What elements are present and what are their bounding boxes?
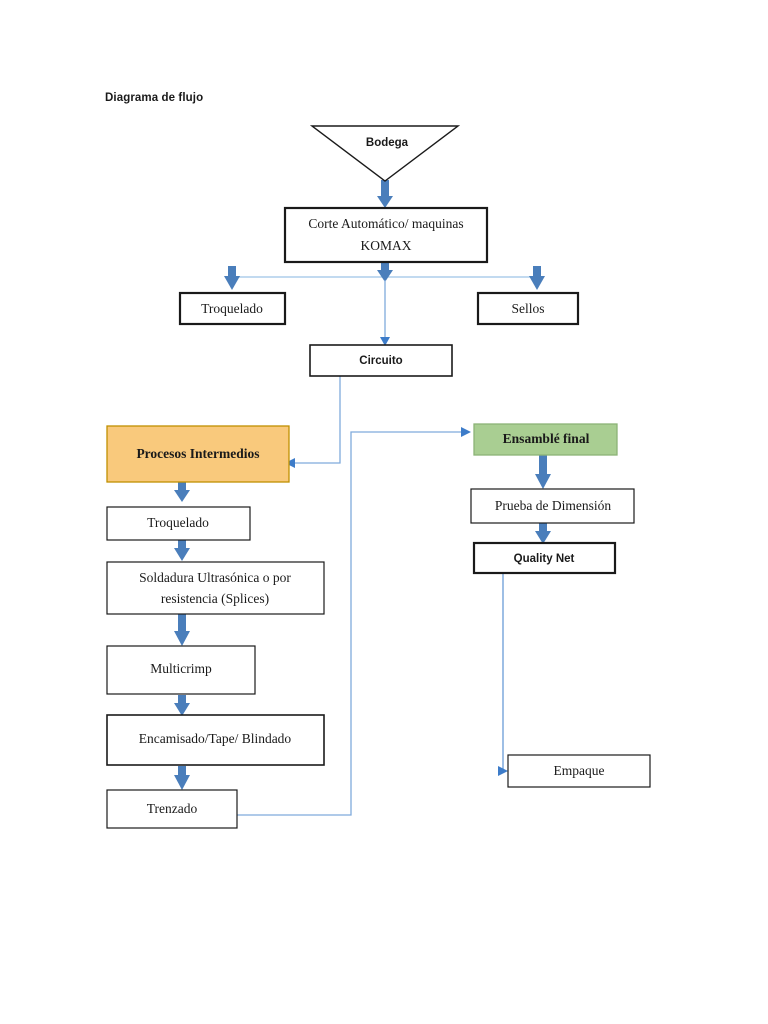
node-troquelado-top-label: Troquelado — [201, 301, 263, 316]
edge-corte-to-circuito — [380, 280, 390, 346]
edge-quality-to-empaque — [481, 572, 508, 776]
node-troquelado-second-label: Troquelado — [147, 515, 209, 530]
node-corte-automatico[interactable]: Corte Automático/ maquinas KOMAX — [283, 206, 489, 264]
edge-encamisado-to-trenzado — [174, 766, 190, 790]
edge-corte-to-troquelado — [224, 266, 240, 290]
node-sellos-label: Sellos — [511, 301, 544, 316]
node-quality-net-label: Quality Net — [514, 553, 575, 565]
node-prueba-dimension-label: Prueba de Dimensión — [495, 498, 611, 513]
edge-corte-center-stub — [377, 262, 393, 282]
node-prueba-dimension[interactable]: Prueba de Dimensión — [470, 488, 635, 524]
node-empaque[interactable]: Empaque — [507, 754, 651, 788]
edge-corte-to-sellos — [529, 266, 545, 290]
edge-troquelado2-to-soldadura — [174, 539, 190, 561]
node-procesos-intermedios-label: Procesos Intermedios — [136, 446, 259, 461]
node-ensamble-final-label: Ensamblé final — [503, 431, 590, 446]
node-procesos-intermedios[interactable]: Procesos Intermedios — [106, 425, 290, 483]
page-title: Diagrama de flujo — [105, 92, 204, 104]
node-soldadura-label-line2: resistencia (Splices) — [161, 591, 269, 606]
edge-soldadura-to-multicrimp — [174, 614, 190, 646]
node-circuito[interactable]: Circuito — [309, 344, 453, 377]
node-empaque-label: Empaque — [554, 763, 605, 778]
node-bodega-label: Bodega — [366, 137, 409, 149]
node-sellos[interactable]: Sellos — [476, 291, 580, 326]
node-trenzado-label: Trenzado — [147, 801, 198, 816]
edge-circuito-to-procesos — [285, 376, 341, 468]
node-troquelado-second[interactable]: Troquelado — [106, 506, 251, 541]
edge-bodega-to-corte — [377, 180, 393, 208]
node-soldadura[interactable]: Soldadura Ultrasónica o por resistencia … — [106, 561, 325, 615]
node-trenzado[interactable]: Trenzado — [106, 789, 238, 829]
node-corte-label-line2: KOMAX — [360, 238, 411, 253]
node-troquelado-top[interactable]: Troquelado — [178, 291, 287, 326]
node-multicrimp-label: Multicrimp — [150, 661, 212, 676]
edge-procesos-to-troquelado2 — [174, 481, 190, 502]
node-encamisado[interactable]: Encamisado/Tape/ Blindado — [106, 714, 325, 766]
node-circuito-label: Circuito — [359, 355, 402, 367]
node-soldadura-label-line1: Soldadura Ultrasónica o por — [139, 570, 291, 585]
node-corte-label-line1: Corte Automático/ maquinas — [308, 216, 463, 231]
edge-prueba-to-quality — [535, 523, 551, 544]
edge-multicrimp-to-encamisado — [174, 695, 190, 716]
edge-trenzado-to-ensamble — [237, 427, 471, 816]
node-encamisado-label: Encamisado/Tape/ Blindado — [139, 731, 292, 746]
edge-ensamble-to-prueba — [535, 454, 551, 489]
node-quality-net[interactable]: Quality Net — [472, 541, 617, 575]
node-ensamble-final[interactable]: Ensamblé final — [473, 423, 618, 456]
node-multicrimp[interactable]: Multicrimp — [106, 645, 256, 695]
node-bodega[interactable]: Bodega — [309, 125, 461, 182]
